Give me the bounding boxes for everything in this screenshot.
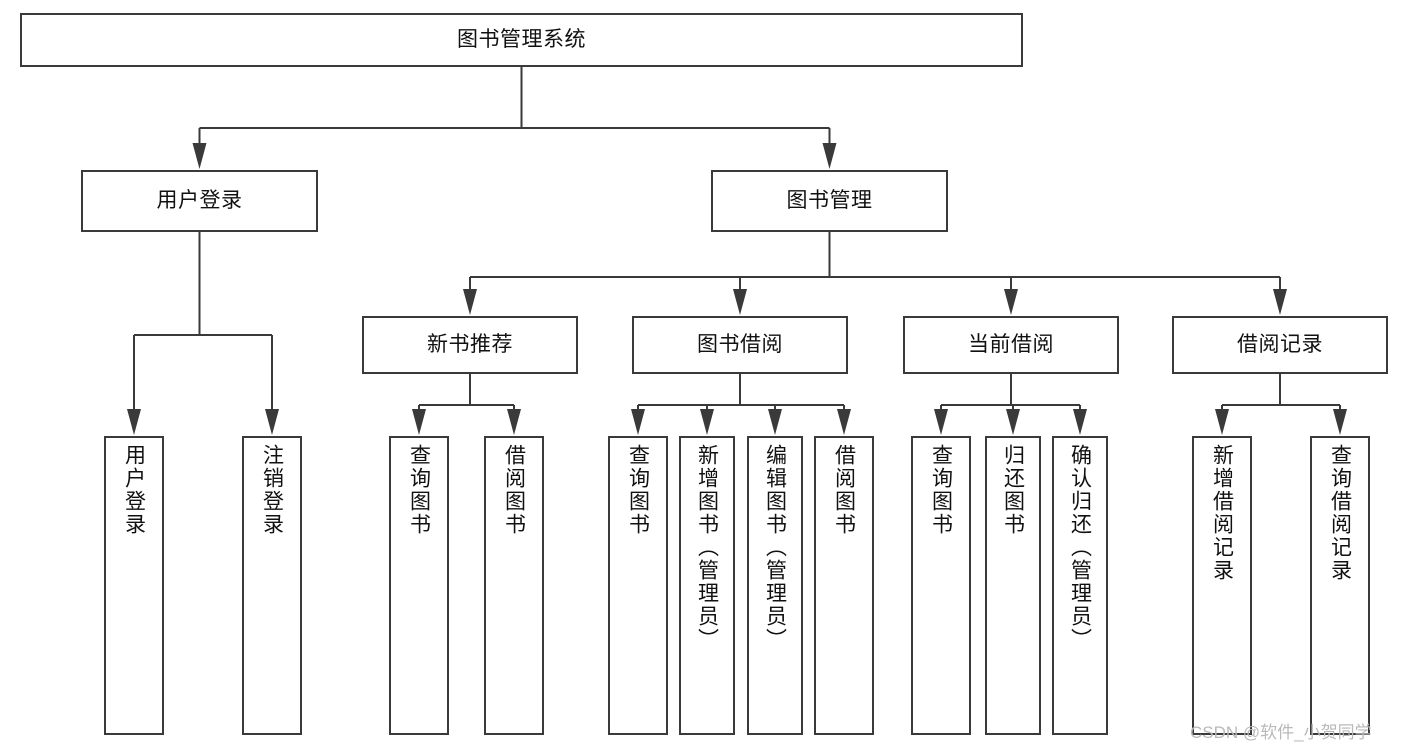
arrowhead xyxy=(1215,409,1229,435)
arrowhead xyxy=(1273,289,1287,315)
arrowhead xyxy=(463,289,477,315)
arrowhead xyxy=(127,409,141,435)
node-label: 用户登录 xyxy=(122,444,146,536)
node-label: 图书借阅 xyxy=(697,333,783,357)
node-f8[interactable]: 借阅图书 xyxy=(814,436,874,735)
node-f3[interactable]: 查询图书 xyxy=(389,436,449,735)
arrowhead xyxy=(1333,409,1347,435)
node-f4[interactable]: 借阅图书 xyxy=(484,436,544,735)
arrowhead xyxy=(1006,409,1020,435)
node-label: 借阅图书 xyxy=(832,444,856,536)
node-root[interactable]: 图书管理系统 xyxy=(20,13,1023,67)
node-label: 注销登录 xyxy=(260,444,284,536)
node-f2[interactable]: 注销登录 xyxy=(242,436,302,735)
node-records[interactable]: 借阅记录 xyxy=(1172,316,1388,374)
arrowhead xyxy=(934,409,948,435)
node-current[interactable]: 当前借阅 xyxy=(903,316,1119,374)
arrowhead xyxy=(700,409,714,435)
node-f10[interactable]: 归还图书 xyxy=(985,436,1041,735)
node-label: 当前借阅 xyxy=(968,333,1054,357)
node-label: 新书推荐 xyxy=(427,333,513,357)
node-label: 用户登录 xyxy=(156,189,243,213)
node-f5[interactable]: 查询图书 xyxy=(608,436,668,735)
node-label: 查询图书 xyxy=(407,444,431,536)
node-label: 图书管理 xyxy=(786,189,873,213)
node-f6[interactable]: 新增图书（管理员） xyxy=(679,436,735,735)
watermark: CSDN @软件_小贺同学 xyxy=(1190,723,1372,742)
node-f7[interactable]: 编辑图书（管理员） xyxy=(747,436,803,735)
node-f12[interactable]: 新增借阅记录 xyxy=(1192,436,1252,735)
arrowhead xyxy=(507,409,521,435)
node-label: 新增图书（管理员） xyxy=(695,444,719,651)
node-f13[interactable]: 查询借阅记录 xyxy=(1310,436,1370,735)
node-newbook[interactable]: 新书推荐 xyxy=(362,316,578,374)
node-f11[interactable]: 确认归还（管理员） xyxy=(1052,436,1108,735)
arrowhead xyxy=(192,143,207,169)
node-label: 图书管理系统 xyxy=(457,28,586,52)
node-label: 查询图书 xyxy=(929,444,953,536)
arrowhead xyxy=(822,143,837,169)
arrowhead xyxy=(265,409,279,435)
arrowhead xyxy=(768,409,782,435)
node-label: 查询借阅记录 xyxy=(1328,444,1352,582)
node-label: 编辑图书（管理员） xyxy=(763,444,787,651)
node-bookmgmt[interactable]: 图书管理 xyxy=(711,170,948,232)
node-label: 查询图书 xyxy=(626,444,650,536)
node-f9[interactable]: 查询图书 xyxy=(911,436,971,735)
arrowhead xyxy=(1073,409,1087,435)
node-f1[interactable]: 用户登录 xyxy=(104,436,164,735)
arrowhead xyxy=(837,409,851,435)
node-label: 新增借阅记录 xyxy=(1210,444,1234,582)
node-label: 借阅图书 xyxy=(502,444,526,536)
node-login[interactable]: 用户登录 xyxy=(81,170,318,232)
arrowhead xyxy=(412,409,426,435)
node-label: 归还图书 xyxy=(1001,444,1025,536)
node-label: 确认归还（管理员） xyxy=(1068,444,1092,651)
arrowhead xyxy=(631,409,645,435)
arrowhead xyxy=(733,289,747,315)
node-label: 借阅记录 xyxy=(1237,333,1323,357)
arrowhead xyxy=(1004,289,1018,315)
node-borrow[interactable]: 图书借阅 xyxy=(632,316,848,374)
